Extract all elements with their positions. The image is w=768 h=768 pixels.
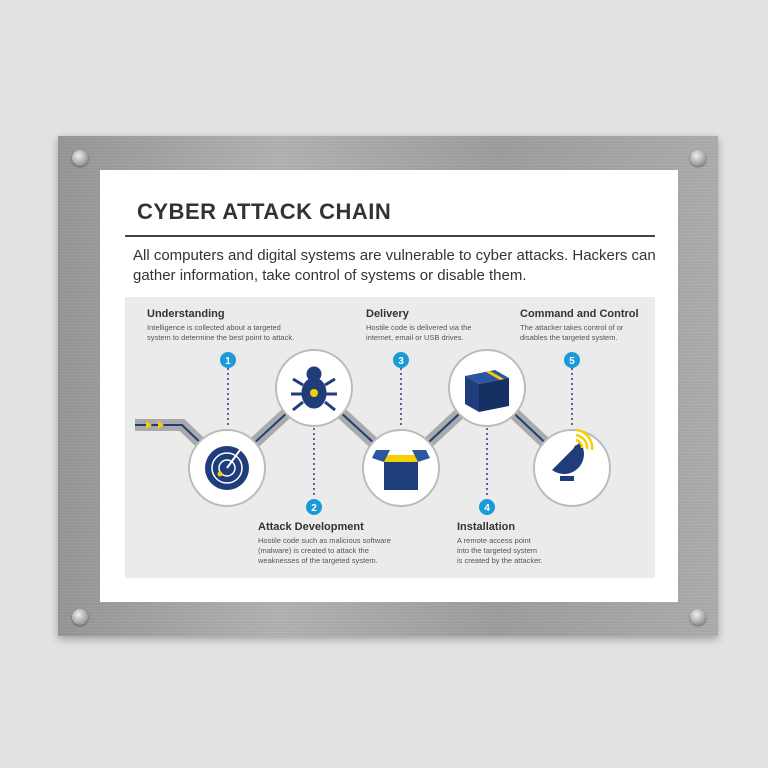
screw: [72, 609, 88, 625]
step-number: 3: [398, 356, 404, 367]
screw: [690, 609, 706, 625]
step-text: Hostile code such as malicious software …: [258, 536, 391, 565]
step-number: 1: [225, 356, 231, 367]
step-attack-development: Attack Development Hostile code such as …: [258, 521, 391, 566]
step-number-badges: [220, 352, 580, 515]
bug-icon: [291, 366, 337, 412]
satellite-dish-icon: [552, 428, 594, 481]
intro-text: All computers and digital systems are vu…: [133, 247, 656, 284]
screw: [72, 150, 88, 166]
page-title: CYBER ATTACK CHAIN: [137, 199, 392, 224]
step-title: Understanding: [147, 308, 225, 320]
step-text: Intelligence is collected about a target…: [147, 323, 295, 342]
screw: [690, 150, 706, 166]
step-number: 4: [484, 503, 490, 514]
open-box-icon: [372, 450, 430, 490]
divider: [125, 235, 655, 237]
step-command-and-control: Command and Control The attacker takes c…: [520, 308, 639, 343]
step-number: 2: [311, 503, 317, 514]
step-title: Delivery: [366, 308, 409, 320]
step-text: Hostile code is delivered via the intern…: [366, 323, 472, 342]
step-text: The attacker takes control of or disable…: [520, 323, 624, 342]
step-title: Installation: [457, 521, 516, 533]
step-number: 5: [569, 356, 575, 367]
step-understanding: Understanding Intelligence is collected …: [147, 308, 294, 343]
closed-box-icon: [465, 370, 509, 412]
step-installation: Installation A remote access point into …: [457, 521, 542, 566]
step-text: A remote access point into the targeted …: [457, 536, 543, 565]
step-title: Command and Control: [520, 308, 639, 320]
radar-icon: [205, 446, 249, 490]
step-delivery: Delivery Hostile code is delivered via t…: [366, 308, 471, 343]
step-title: Attack Development: [258, 521, 364, 533]
